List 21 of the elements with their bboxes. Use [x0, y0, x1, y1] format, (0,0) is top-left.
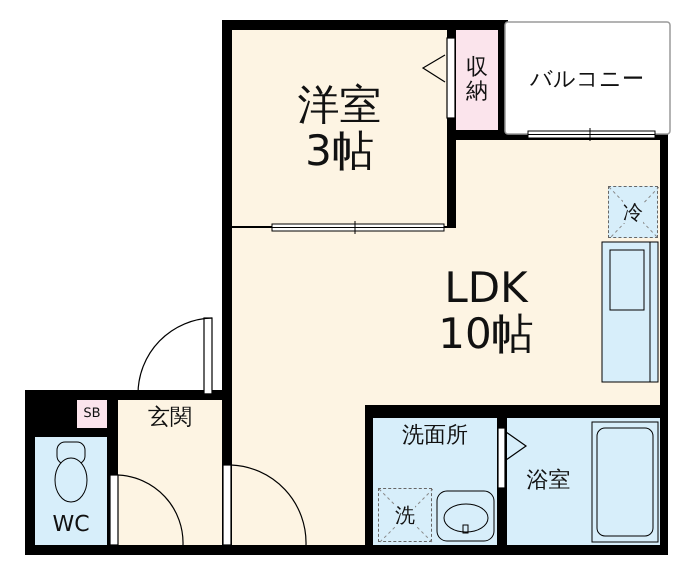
- room-label: LDK: [444, 265, 528, 312]
- room-area: [77, 400, 107, 428]
- room-label: 10帖: [438, 311, 534, 358]
- room-area: [456, 30, 498, 130]
- room-area: [507, 418, 660, 545]
- appliance-space: [378, 488, 432, 542]
- room-label: 収納: [465, 56, 489, 104]
- room-label: 洗: [395, 504, 415, 526]
- room-label: 冷: [623, 201, 643, 223]
- room-label: 玄関: [148, 406, 192, 430]
- room-area: [232, 30, 447, 226]
- room-area: [118, 400, 222, 545]
- appliance-space: [608, 186, 658, 238]
- room-label: WC: [52, 512, 90, 537]
- room-area: [373, 418, 497, 545]
- room-label: 洋室: [298, 82, 382, 128]
- room-label: 3帖: [305, 128, 374, 174]
- room-label: バルコニー: [530, 68, 644, 92]
- room-label: 浴室: [526, 469, 570, 494]
- room-label: 洗面所: [402, 424, 468, 448]
- room-label: SB: [83, 406, 101, 422]
